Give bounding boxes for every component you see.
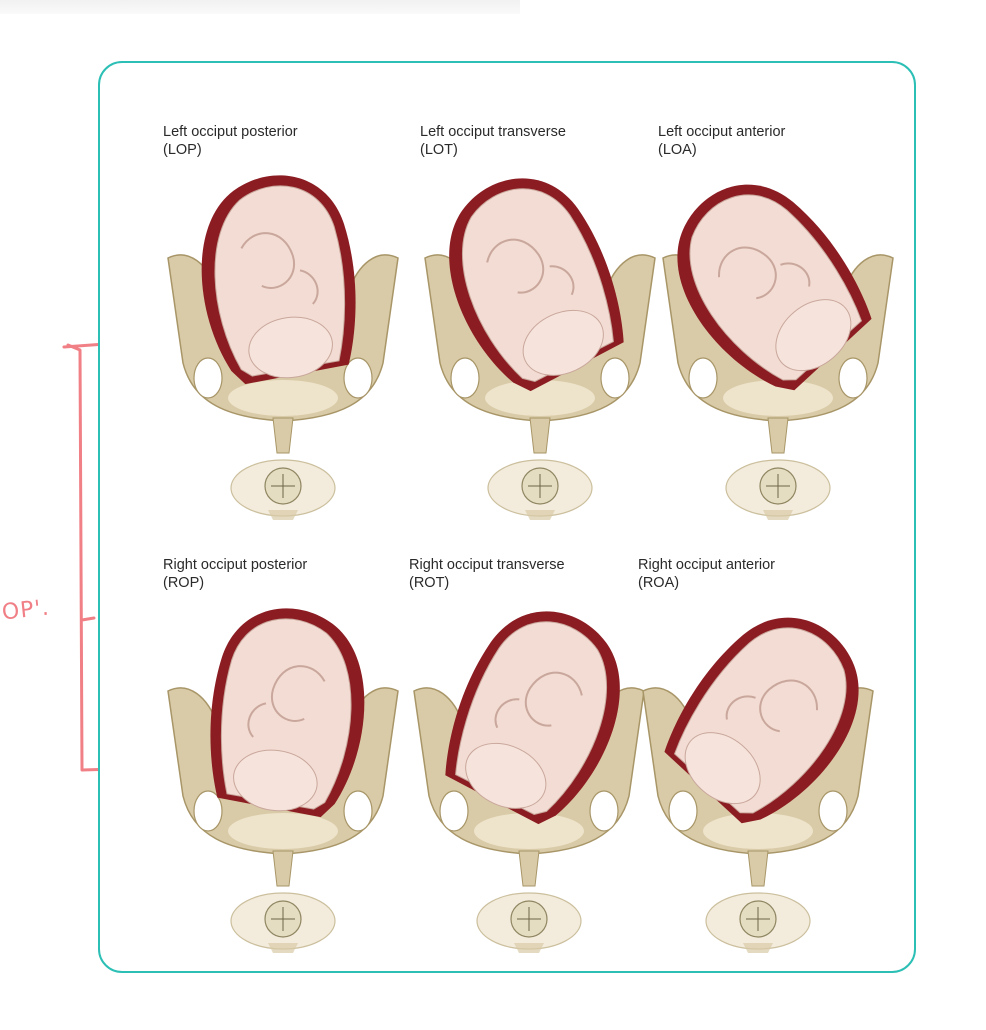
panel-caption: Left occiput posterior (LOP) (163, 123, 298, 159)
panel-caption: Right occiput anterior (ROA) (638, 556, 775, 592)
panel-caption: Right occiput posterior (ROP) (163, 556, 307, 592)
panel-title: Right occiput posterior (163, 556, 307, 574)
fetal-head-view (231, 460, 335, 520)
fetal-head-view (488, 460, 592, 520)
panel-caption: Right occiput transverse (ROT) (409, 556, 565, 592)
panel-rop: Right occiput posterior (ROP) (163, 556, 403, 956)
fetal-position-illustration (163, 163, 403, 523)
fetal-head-view (231, 893, 335, 953)
panel-loa: Left occiput anterior (LOA) (658, 123, 898, 523)
panel-roa: Right occiput anterior (ROA) (638, 556, 878, 956)
fetal-position-illustration (638, 596, 878, 956)
fetal-head-view (706, 893, 810, 953)
panel-title: Left occiput posterior (163, 123, 298, 141)
panel-title: Right occiput anterior (638, 556, 775, 574)
fetal-position-illustration (420, 163, 660, 523)
fetal-position-illustration (409, 596, 649, 956)
fetal-head-view (477, 893, 581, 953)
panel-abbr: (LOP) (163, 141, 298, 159)
panel-caption: Left occiput transverse (LOT) (420, 123, 566, 159)
panel-caption: Left occiput anterior (LOA) (658, 123, 785, 159)
panel-abbr: (ROP) (163, 574, 307, 592)
panel-lop: Left occiput posterior (LOP) (163, 123, 403, 523)
panel-rot: Right occiput transverse (ROT) (409, 556, 649, 956)
panel-title: Left occiput anterior (658, 123, 785, 141)
panel-abbr: (LOT) (420, 141, 566, 159)
panel-lot: Left occiput transverse (LOT) (420, 123, 660, 523)
handwritten-op-label: OP'. (1, 596, 51, 626)
panel-title: Right occiput transverse (409, 556, 565, 574)
fetal-position-illustration (658, 163, 898, 523)
panel-abbr: (ROA) (638, 574, 775, 592)
fetal-position-illustration (163, 596, 403, 956)
panel-abbr: (LOA) (658, 141, 785, 159)
panel-abbr: (ROT) (409, 574, 565, 592)
fetal-head-view (726, 460, 830, 520)
panel-title: Left occiput transverse (420, 123, 566, 141)
diagram-frame: Left occiput posterior (LOP) Lef (98, 61, 916, 973)
